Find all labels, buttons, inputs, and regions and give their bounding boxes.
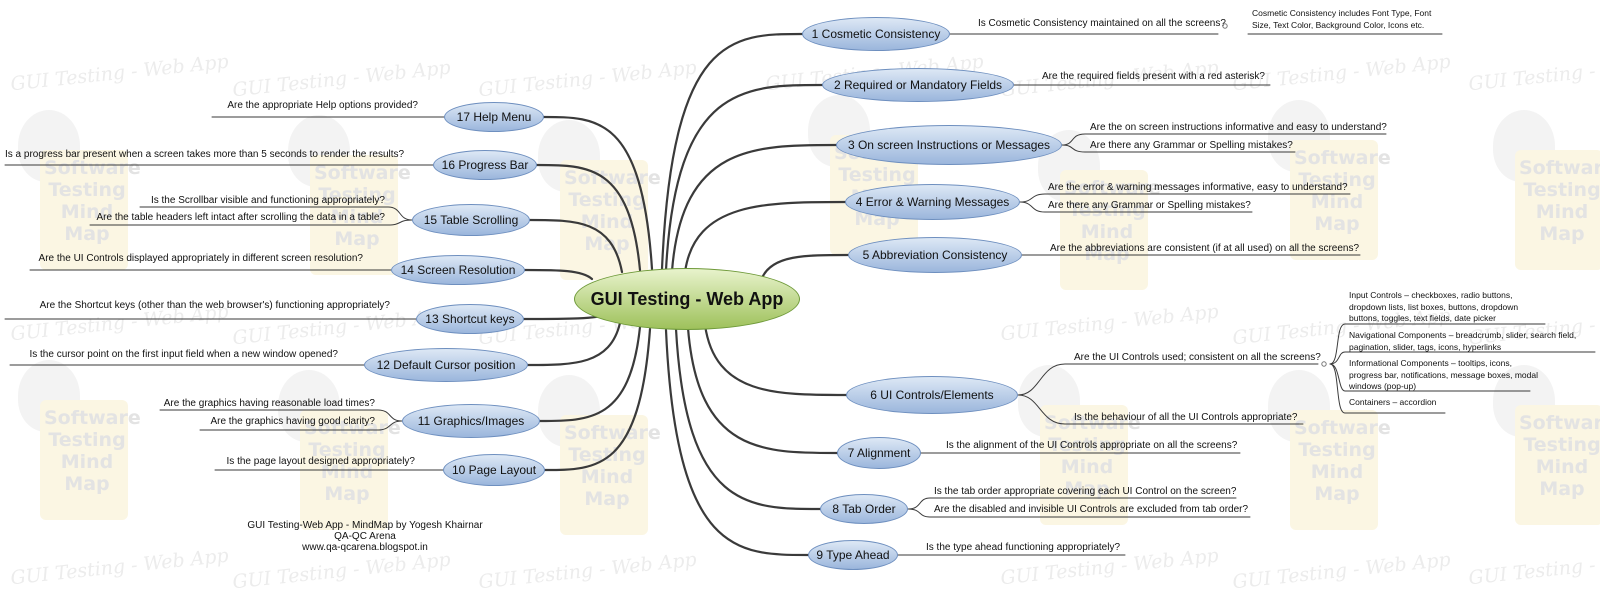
branch-5-question: Are the abbreviations are consistent (if…	[1050, 243, 1360, 254]
branch-5-abbreviation-consistency[interactable]: 5 Abbreviation Consistency	[848, 237, 1022, 273]
connector-q4b	[1019, 201, 1253, 213]
connector-branch-17	[542, 115, 654, 271]
branch-3-onscreen-instructions[interactable]: 3 On screen Instructions or Messages	[836, 125, 1062, 165]
connector-branch-14	[523, 268, 594, 281]
connector-branch-11	[538, 325, 642, 423]
credits-site-name: QA-QC Arena	[334, 531, 396, 542]
branch-6-question-2: Is the behaviour of all the UI Controls …	[1074, 412, 1298, 423]
branch-6-detail-informational-components: Informational Components – tooltips, ico…	[1349, 358, 1538, 391]
branch-1-note: Cosmetic Consistency includes Font Type,…	[1252, 8, 1432, 30]
connector-branch-9	[664, 328, 810, 557]
connector-branch-2	[664, 83, 824, 272]
connector-q6a	[1017, 363, 1319, 396]
branch-12-default-cursor-position[interactable]: 12 Default Cursor position	[364, 348, 528, 382]
connector-q11a	[159, 409, 403, 422]
credits-footer: GUI Testing-Web App - MindMap by Yogesh …	[215, 520, 515, 553]
connector-branch-15	[528, 218, 624, 274]
connector-branch-16	[535, 163, 642, 272]
connector-branch-6	[703, 323, 848, 397]
branch-16-question: Is a progress bar present when a screen …	[5, 149, 405, 160]
branch-11-question-2: Are the graphics having good clarity?	[210, 416, 375, 427]
branch-6-detail-containers: Containers – accordion	[1349, 397, 1437, 407]
connector-q3a	[1061, 133, 1387, 146]
branch-15-question-1: Is the Scrollbar visible and functioning…	[150, 195, 385, 206]
connector-q6b	[1017, 394, 1304, 425]
branch-17-help-menu[interactable]: 17 Help Menu	[444, 102, 544, 132]
branch-3-question-2: Are there any Grammar or Spelling mistak…	[1090, 140, 1293, 151]
branch-3-question-1: Are the on screen instructions informati…	[1090, 122, 1387, 133]
credits-url: www.qa-qcarena.blogspot.in	[302, 542, 428, 553]
branch-14-question: Are the UI Controls displayed appropriat…	[38, 253, 363, 264]
branch-9-type-ahead[interactable]: 9 Type Ahead	[808, 540, 898, 570]
connector-branch-7	[686, 326, 839, 455]
connector-detail-4	[1329, 363, 1446, 414]
connector-branch-8	[674, 327, 822, 511]
connector-q3b	[1061, 144, 1296, 153]
connector-branch-3	[670, 143, 838, 273]
connector-q15a	[139, 206, 413, 221]
branch-10-question: Is the page layout designed appropriatel…	[226, 456, 415, 467]
connector-branch-4	[683, 200, 847, 274]
branch-6-question-1: Are the UI Controls used; consistent on …	[1074, 352, 1321, 363]
branch-14-screen-resolution[interactable]: 14 Screen Resolution	[391, 255, 525, 285]
connector-detail-1	[1329, 323, 1546, 365]
branch-16-progress-bar[interactable]: 16 Progress Bar	[433, 150, 537, 180]
branch-8-question-2: Are the disabled and invisible UI Contro…	[934, 504, 1249, 515]
branch-15-question-2: Are the table headers left intact after …	[96, 212, 385, 223]
connector-q11b	[199, 420, 403, 431]
branch-8-tab-order[interactable]: 8 Tab Order	[820, 494, 908, 524]
branch-4-error-warning-messages[interactable]: 4 Error & Warning Messages	[845, 184, 1020, 220]
branch-8-question-1: Is the tab order appropriate covering ea…	[934, 486, 1237, 497]
branch-9-question: Is the type ahead functioning appropriat…	[926, 542, 1121, 553]
branch-7-question: Is the alignment of the UI Controls appr…	[946, 440, 1238, 451]
connector-branch-1	[660, 32, 804, 271]
credits-author: GUI Testing-Web App - MindMap by Yogesh …	[247, 520, 483, 531]
collapse-dot-6	[1321, 361, 1327, 367]
branch-11-question-1: Are the graphics having reasonable load …	[163, 398, 375, 409]
branch-12-question: Is the cursor point on the first input f…	[29, 349, 338, 360]
connector-q15b	[89, 219, 413, 226]
branch-2-question: Are the required fields present with a r…	[1042, 71, 1265, 82]
connector-branch-5	[760, 253, 850, 280]
branch-1-cosmetic-consistency[interactable]: 1 Cosmetic Consistency	[802, 17, 950, 51]
branch-10-page-layout[interactable]: 10 Page Layout	[443, 454, 545, 486]
connector-q4a	[1019, 193, 1351, 203]
connector-detail-2	[1329, 351, 1596, 365]
branch-2-required-fields[interactable]: 2 Required or Mandatory Fields	[822, 68, 1014, 102]
connector-q8a	[907, 497, 1237, 510]
branch-4-question-1: Are the error & warning messages informa…	[1048, 182, 1348, 193]
branch-13-question: Are the Shortcut keys (other than the we…	[39, 300, 390, 311]
branch-17-question: Are the appropriate Help options provide…	[227, 100, 418, 111]
connector-q8b	[907, 508, 1251, 518]
branch-6-detail-input-controls: Input Controls – checkboxes, radio butto…	[1349, 290, 1519, 323]
branch-6-ui-controls[interactable]: 6 UI Controls/Elements	[846, 376, 1018, 414]
branch-7-alignment[interactable]: 7 Alignment	[837, 437, 921, 469]
branch-11-graphics-images[interactable]: 11 Graphics/Images	[402, 404, 540, 438]
collapse-dot-1	[1222, 23, 1228, 29]
branch-1-question: Is Cosmetic Consistency maintained on al…	[978, 18, 1226, 29]
connector-branch-10	[543, 327, 652, 472]
branch-15-table-scrolling[interactable]: 15 Table Scrolling	[412, 204, 530, 236]
connector-branch-12	[526, 321, 622, 367]
branch-6-detail-navigational-components: Navigational Components – breadcrumb, sl…	[1349, 330, 1577, 352]
central-topic: GUI Testing - Web App	[574, 268, 800, 330]
branch-13-shortcut-keys[interactable]: 13 Shortcut keys	[416, 304, 524, 334]
branch-4-question-2: Are there any Grammar or Spelling mistak…	[1048, 200, 1251, 211]
